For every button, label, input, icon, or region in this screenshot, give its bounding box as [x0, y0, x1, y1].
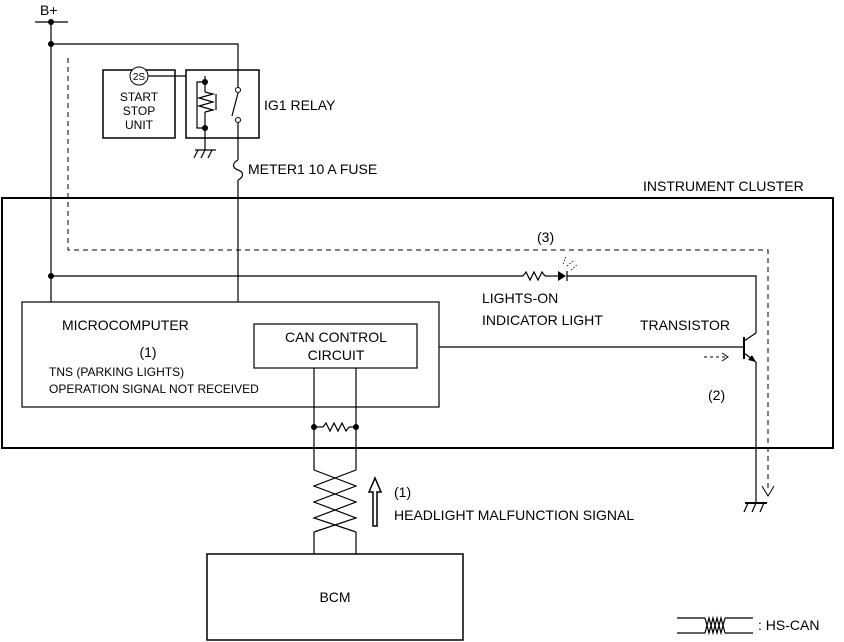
- start-stop-line1: START: [120, 90, 159, 104]
- power-label: B+: [40, 2, 58, 18]
- fuse-label: METER1 10 A FUSE: [248, 161, 377, 177]
- twisted-pair-icon: [312, 469, 358, 533]
- can-control-box: [253, 323, 418, 369]
- ground-icon: [193, 149, 199, 159]
- indicator-line2: INDICATOR LIGHT: [482, 312, 603, 328]
- relay-box: [185, 69, 260, 139]
- relay-label: IG1 RELAY: [264, 97, 336, 113]
- relay-coil-icon: [196, 91, 216, 113]
- relay-supply-wire: [51, 43, 239, 70]
- cluster-label: INSTRUMENT CLUSTER: [643, 178, 804, 194]
- led-icon: [558, 271, 566, 281]
- start-stop-line2: STOP: [123, 104, 155, 118]
- step-1-label: (1): [139, 344, 156, 360]
- signal-step-label: (1): [394, 484, 411, 500]
- legend-label: : HS-CAN: [758, 617, 819, 633]
- bcm-label: BCM: [319, 589, 350, 605]
- microcomputer-label: MICROCOMPUTER: [62, 317, 189, 333]
- relay-switch-arm: [231, 92, 239, 117]
- relay-bypass-wire: [196, 81, 205, 129]
- transistor-emitter-arrow: [748, 355, 756, 362]
- ground-icon: [759, 502, 765, 513]
- signal-label: HEADLIGHT MALFUNCTION SIGNAL: [394, 507, 634, 523]
- step-3-label: (3): [537, 229, 554, 245]
- indicator-line1: LIGHTS-ON: [482, 290, 558, 306]
- relay-contact: [235, 87, 241, 93]
- step-2-label: (2): [708, 387, 725, 403]
- fuse-icon: [232, 159, 244, 181]
- start-stop-line3: UNIT: [125, 118, 154, 132]
- microcomputer-line2: OPERATION SIGNAL NOT RECEIVED: [49, 382, 259, 396]
- bcm-box: [206, 553, 464, 641]
- legend-twist-icon: [704, 615, 726, 636]
- ground-icon: [200, 149, 206, 159]
- microcomputer-box: [21, 301, 440, 408]
- led-ray-icon: [566, 259, 575, 267]
- indicator-to-transistor-wire: [567, 275, 757, 333]
- microcomputer-line1: TNS (PARKING LIGHTS): [49, 365, 184, 379]
- ground-icon: [743, 502, 749, 513]
- dashed-arrow-head: [761, 485, 775, 497]
- led-ray-icon: [562, 255, 567, 265]
- relay-contact: [235, 117, 241, 123]
- connector-code: 2S: [133, 72, 146, 83]
- instrument-cluster-box: [1, 197, 834, 449]
- led-ray-icon: [570, 263, 579, 271]
- can-control-line1: CAN CONTROL: [285, 329, 387, 345]
- transistor-icon: [743, 332, 757, 342]
- transistor-label: TRANSISTOR: [640, 317, 730, 333]
- signal-arrow-icon: [367, 476, 383, 527]
- dashed-current-path: [67, 58, 769, 492]
- terminator-resistor-icon: [322, 421, 350, 433]
- ground-icon: [207, 149, 213, 159]
- resistor-icon: [522, 270, 546, 282]
- ground-icon: [751, 502, 757, 513]
- twisted-pair-icon: [312, 469, 358, 533]
- base-signal-arrow-head: [721, 352, 729, 362]
- can-control-line2: CIRCUIT: [308, 347, 365, 363]
